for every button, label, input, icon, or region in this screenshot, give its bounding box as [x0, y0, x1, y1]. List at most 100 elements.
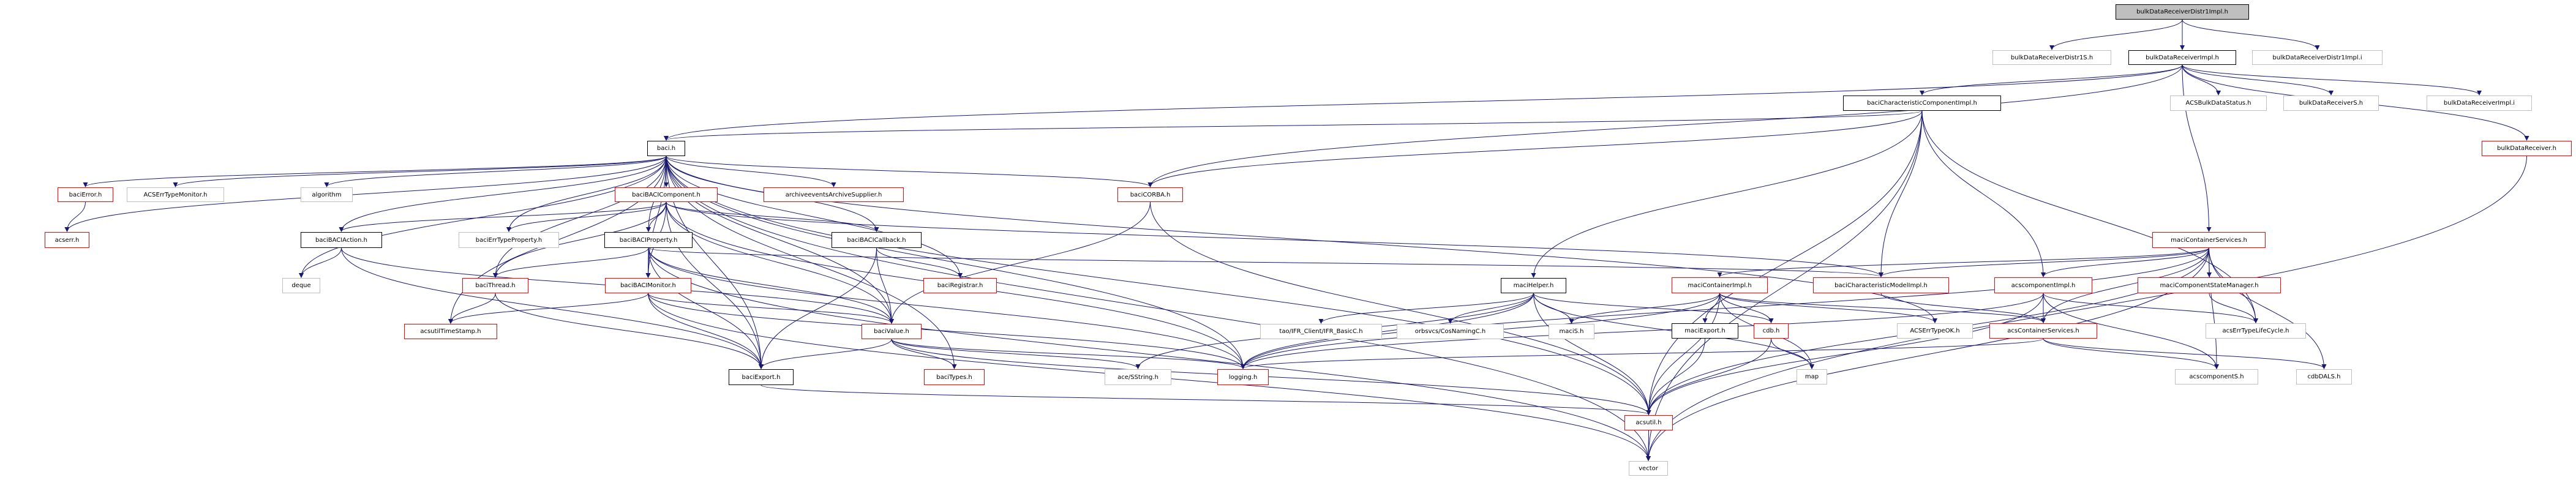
graph-node-maciS: maciS.h — [1549, 324, 1594, 339]
edge-maciContImpl-to-cdb — [1719, 293, 1774, 323]
edge-maciContImpl-to-errOK — [1719, 293, 1937, 323]
node-label: orbsvcs/CosNamingC.h — [1414, 328, 1486, 335]
edge-recvImpl-to-recvS — [2182, 64, 2334, 96]
node-label: baciRegistrar.h — [937, 282, 983, 289]
edge-baciProperty-to-logging — [648, 247, 1245, 369]
graph-node-acsCompImpl[interactable]: acscomponentImpl.h — [1994, 277, 2092, 293]
edge-cdb-to-map — [1771, 338, 1814, 369]
edge-baciCORBA-to-acsutil — [1150, 201, 1651, 415]
edge-baciComponent-to-baciCallback — [666, 201, 879, 232]
graph-node-errMonitor: ACSErrTypeMonitor.h — [127, 187, 224, 202]
node-label: bulkDataReceiver.h — [2497, 145, 2556, 152]
edge-baciComponent-to-errProperty — [506, 201, 667, 232]
graph-node-maciExport[interactable]: maciExport.h — [1672, 323, 1738, 339]
graph-node-recvS: bulkDataReceiverS.h — [2283, 96, 2379, 111]
edge-baciProperty-to-charModelImpl — [648, 247, 1883, 277]
graph-node-distr1Impli: bulkDataReceiverDistr1Impl.i — [2252, 50, 2383, 65]
edge-charCompImpl-to-baci — [664, 110, 1923, 141]
node-label: acsutilTimeStamp.h — [420, 328, 481, 335]
node-label: baciCharacteristicComponentImpl.h — [1867, 100, 1977, 107]
edge-baciValue-to-logging — [891, 339, 1245, 369]
graph-node-baciCORBA[interactable]: baciCORBA.h — [1117, 187, 1183, 202]
graph-node-acsCompS: acscomponentS.h — [2175, 369, 2258, 384]
graph-node-acserr[interactable]: acserr.h — [45, 232, 89, 248]
edge-baciMonitor-to-baciValue — [648, 293, 894, 324]
node-label: maciS.h — [1559, 328, 1584, 335]
node-label: ACSErrTypeMonitor.h — [143, 191, 208, 198]
edge-acsContSvc-to-acsCompS — [2043, 338, 2219, 369]
edge-charModelImpl-to-acsContSvc — [1880, 293, 2046, 323]
graph-node-algorithm: algorithm — [301, 187, 353, 202]
edge-baci-to-baciAction — [339, 156, 667, 232]
graph-node-baci[interactable]: baci.h — [647, 141, 685, 156]
edge-maciContSvc-to-acsCompImpl — [2041, 247, 2209, 277]
graph-node-baciCallback[interactable]: baciBACICallback.h — [832, 232, 922, 248]
graph-node-acsutil[interactable]: acsutil.h — [1624, 415, 1673, 430]
graph-node-stateMgr[interactable]: maciComponentStateManager.h — [2138, 277, 2281, 293]
graph-node-charModelImpl[interactable]: baciCharacteristicModelImpl.h — [1813, 277, 1949, 293]
node-label: baciBACIProperty.h — [619, 236, 678, 244]
edge-baciMonitor-to-baciExport — [648, 293, 764, 369]
graph-node-root: bulkDataReceiverDistr1Impl.h — [2116, 4, 2249, 20]
edge-maciHelper-to-acsutil — [1533, 293, 1651, 415]
edge-bulkRecv-to-vector — [1646, 156, 2527, 461]
edge-baci-to-baciRegistrar — [666, 156, 963, 278]
node-label: baciCharacteristicModelImpl.h — [1834, 282, 1928, 289]
graph-node-maciContSvc[interactable]: maciContainerServices.h — [2152, 232, 2266, 248]
edge-maciHelper-to-logging — [1241, 293, 1534, 369]
edge-maciContImpl-to-acsContSvc — [1719, 293, 2046, 323]
graph-node-baciRegistrar[interactable]: baciRegistrar.h — [923, 278, 997, 293]
edge-baci-to-vector — [666, 156, 1651, 461]
edge-baci-to-errMonitor — [173, 156, 667, 187]
edge-baciProperty-to-baciValue — [648, 247, 894, 324]
graph-node-bulkStatus: ACSBulkDataStatus.h — [2170, 96, 2267, 111]
graph-node-bulkRecv[interactable]: bulkDataReceiver.h — [2482, 141, 2572, 156]
graph-node-errProperty: baciErrTypeProperty.h — [459, 232, 559, 248]
node-label: maciExport.h — [1684, 328, 1725, 334]
graph-node-baciTypes[interactable]: baciTypes.h — [924, 369, 985, 385]
node-label: acscomponentS.h — [2189, 373, 2244, 380]
graph-node-baciProperty[interactable]: baciBACIProperty.h — [604, 232, 693, 248]
graph-node-maciContImpl[interactable]: maciContainerImpl.h — [1672, 277, 1768, 293]
edge-recvImpl-to-baciCORBA — [1147, 64, 2183, 187]
graph-node-baciComponent[interactable]: baciBACIComponent.h — [615, 187, 718, 202]
edge-baciValue-to-baciTypes — [891, 339, 957, 369]
graph-node-baciError[interactable]: baciError.h — [58, 187, 113, 202]
graph-node-baciValue[interactable]: baciValue.h — [862, 324, 922, 339]
edge-recvImpl-to-recvImpli — [2182, 64, 2482, 96]
node-label: baciCORBA.h — [1130, 191, 1171, 198]
node-label: baciErrTypeProperty.h — [475, 236, 543, 244]
edge-charCompImpl-to-acsutil — [1646, 110, 1923, 415]
node-label: maciContainerImpl.h — [1688, 282, 1752, 289]
graph-node-baciExport[interactable]: baciExport.h — [729, 369, 794, 385]
edge-baci-to-deque — [299, 156, 667, 278]
edge-acsCompImpl-to-logging — [1241, 293, 2044, 369]
edge-baciCallback-to-baciRegistrar — [876, 247, 963, 278]
graph-node-baciMonitor[interactable]: baciBACIMonitor.h — [605, 278, 691, 293]
node-label: baciBACIComponent.h — [632, 191, 700, 198]
graph-node-sstring: ace/SString.h — [1105, 369, 1171, 385]
edge-root-to-distr1Impli — [2182, 19, 2320, 50]
graph-node-logging[interactable]: logging.h — [1217, 369, 1269, 385]
node-label: acsutil.h — [1635, 419, 1662, 426]
graph-node-archive[interactable]: archiveeventsArchiveSupplier.h — [764, 187, 904, 202]
graph-node-baciAction[interactable]: baciBACIAction.h — [301, 232, 382, 248]
node-label: baciThread.h — [475, 282, 516, 289]
graph-node-maciHelper[interactable]: maciHelper.h — [1501, 278, 1566, 293]
edge-baciProperty-to-baciThread — [493, 247, 649, 278]
node-label: acscomponentImpl.h — [2011, 282, 2076, 289]
edge-baciAction-to-deque — [299, 247, 342, 278]
edge-baciMonitor-to-logging — [648, 293, 1245, 369]
graph-node-charCompImpl[interactable]: baciCharacteristicComponentImpl.h — [1843, 96, 2001, 111]
graph-node-recvImpl[interactable]: bulkDataReceiverImpl.h — [2128, 50, 2236, 65]
graph-node-baciThread[interactable]: baciThread.h — [462, 278, 528, 293]
graph-node-acsContSvc[interactable]: acsContainerServices.h — [1989, 323, 2097, 339]
graph-node-timeStamp[interactable]: acsutilTimeStamp.h — [404, 324, 497, 339]
edge-baciExport-to-acsutil — [760, 384, 1651, 415]
edge-baciComponent-to-baciProperty — [646, 201, 667, 232]
node-label: bulkDataReceiverImpl.i — [2443, 100, 2515, 107]
edge-recvImpl-to-charCompImpl — [1920, 64, 2183, 96]
graph-node-cdb[interactable]: cdb.h — [1754, 323, 1789, 339]
edge-recvImpl-to-bulkStatus — [2182, 64, 2221, 96]
edge-baciComponent-to-charModelImpl — [666, 201, 1883, 277]
